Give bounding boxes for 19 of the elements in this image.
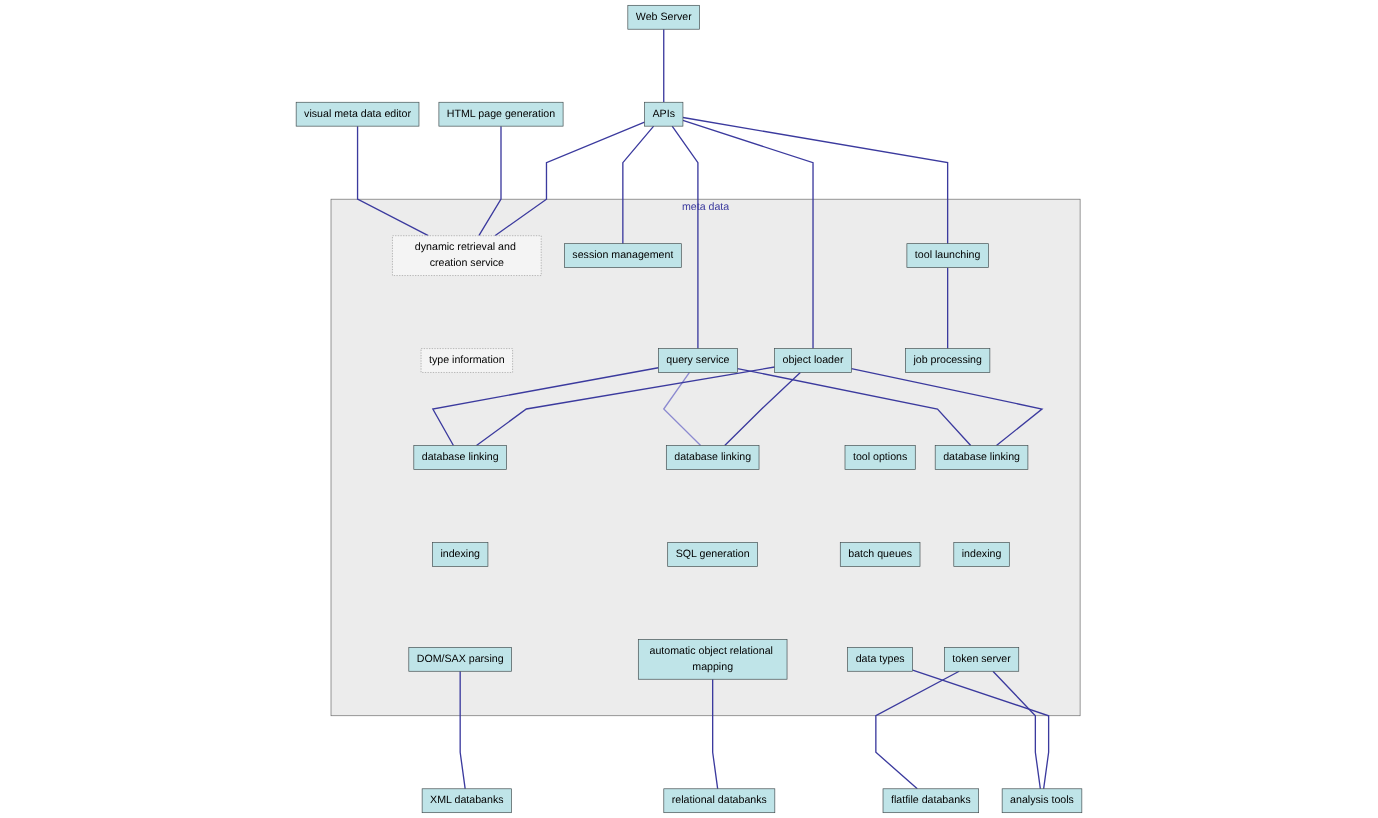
connector xyxy=(911,669,1050,790)
connector xyxy=(431,367,659,447)
connector xyxy=(947,266,949,350)
connector xyxy=(663,28,665,103)
connector xyxy=(671,125,699,350)
connector xyxy=(850,368,1044,447)
connector xyxy=(682,116,949,245)
connector xyxy=(736,367,972,447)
connector xyxy=(475,366,776,447)
connector xyxy=(682,119,814,350)
connector xyxy=(494,121,646,237)
connector xyxy=(712,678,719,790)
connector xyxy=(875,670,960,790)
connector xyxy=(478,125,502,237)
connector xyxy=(724,371,801,447)
connector xyxy=(992,670,1042,790)
connector xyxy=(622,125,655,245)
connector xyxy=(356,125,429,237)
connector xyxy=(459,670,466,790)
